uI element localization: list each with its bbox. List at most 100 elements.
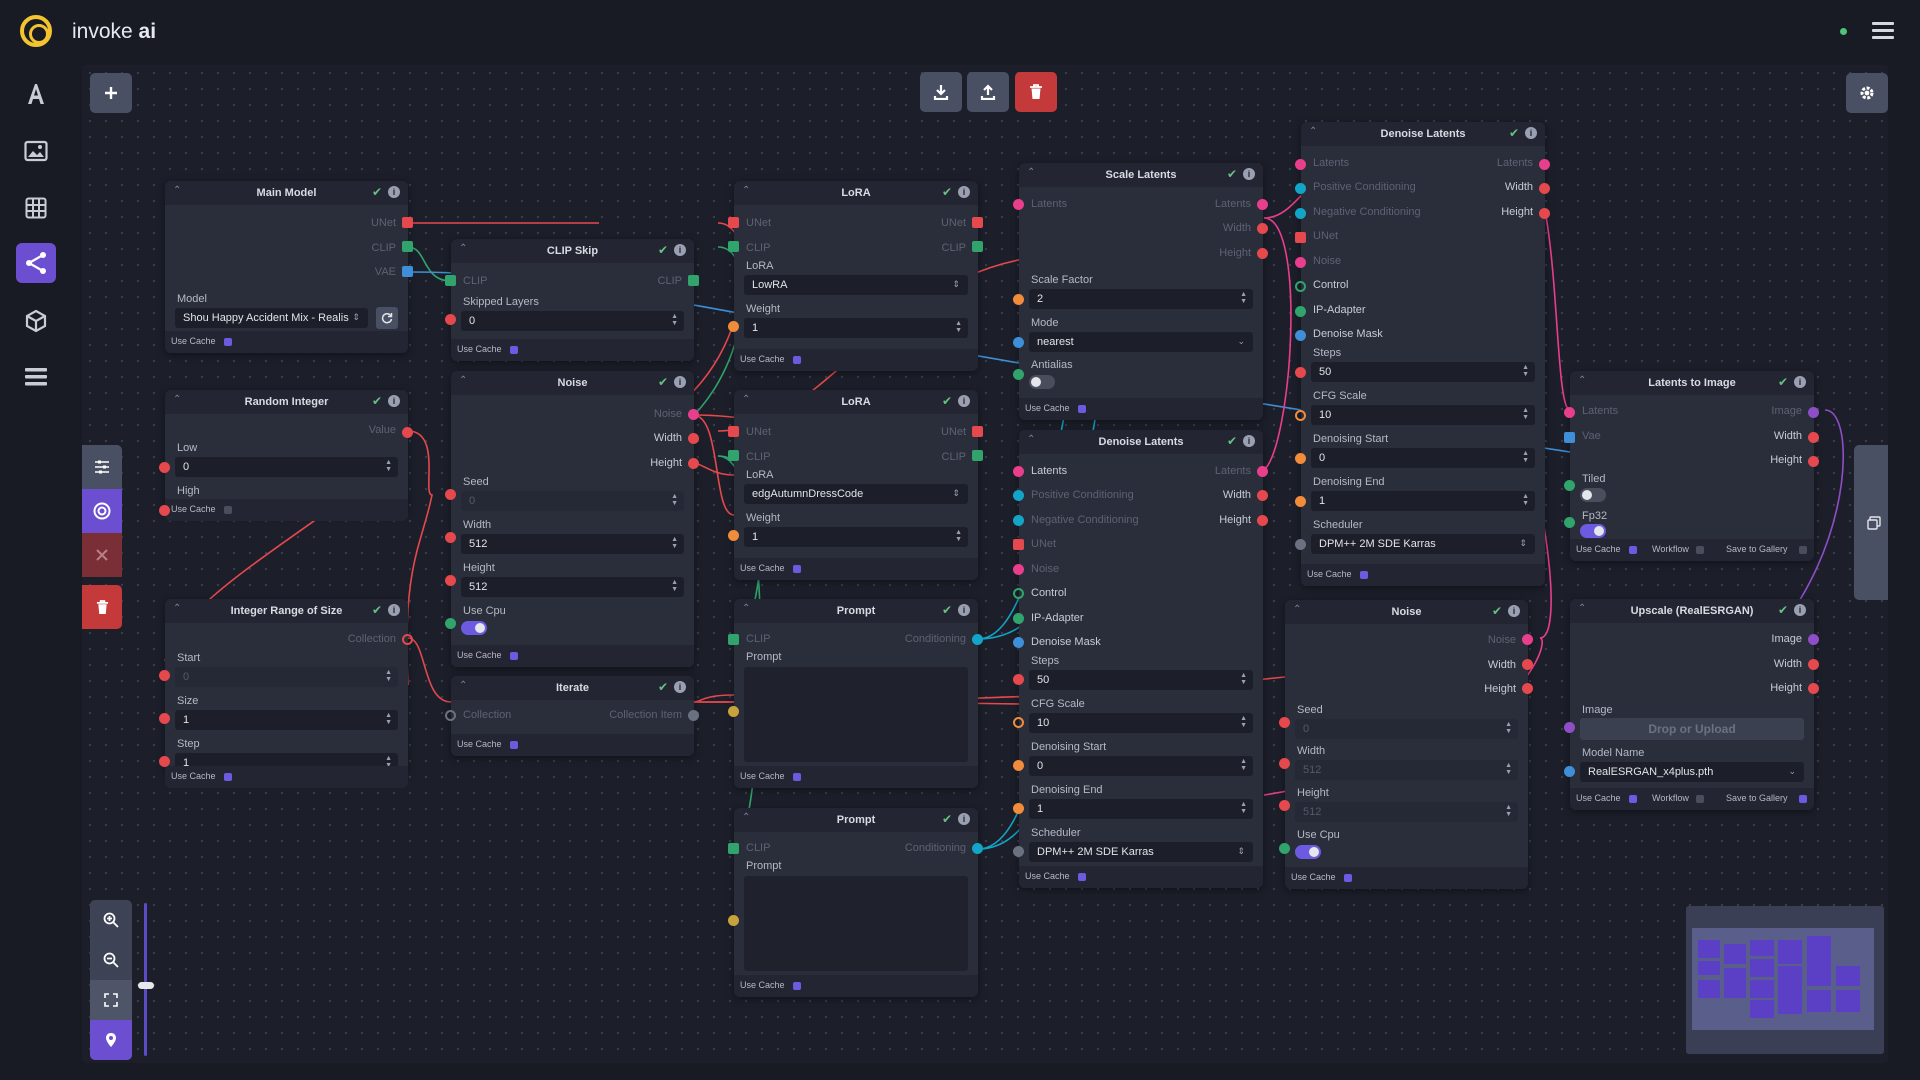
steps-input[interactable]: 50▲▼: [1029, 670, 1253, 690]
prompt-textarea[interactable]: [744, 667, 968, 762]
handle-image-input[interactable]: [1564, 722, 1575, 733]
scheduler-select[interactable]: DPM++ 2M SDE Karras⇕: [1029, 842, 1253, 862]
handle-boolean-input[interactable]: [1564, 517, 1575, 528]
handle-float-input[interactable]: [1013, 760, 1024, 771]
node-lora[interactable]: ⌃ LoRA ✔ i UNet CLIP UNet CLIP LoRA edgA…: [734, 390, 978, 580]
handle-unet-output[interactable]: [402, 217, 413, 228]
use-cache-checkbox[interactable]: [1078, 405, 1086, 413]
handle-integer-input[interactable]: [159, 756, 170, 767]
text-to-image-tab[interactable]: [16, 74, 56, 114]
handle-vae-output[interactable]: [402, 266, 413, 277]
info-icon[interactable]: i: [1243, 435, 1255, 447]
handle-latents-input[interactable]: [1013, 199, 1024, 210]
handle-float-input[interactable]: [1013, 717, 1024, 728]
use-cache-checkbox[interactable]: [224, 773, 232, 781]
antialias-toggle[interactable]: [1029, 375, 1055, 389]
stepper-icon[interactable]: ▲▼: [1522, 493, 1529, 507]
use-cache-checkbox[interactable]: [1629, 795, 1637, 803]
use-cache-checkbox[interactable]: [1344, 874, 1352, 882]
collapse-icon[interactable]: ⌃: [173, 394, 182, 405]
handle-latents-input[interactable]: [1295, 159, 1306, 170]
collapse-icon[interactable]: ⌃: [1578, 603, 1587, 614]
collapse-icon[interactable]: ⌃: [173, 603, 182, 614]
handle-string-input[interactable]: [728, 915, 739, 926]
node-main-model[interactable]: ⌃ Main Model ✔ i UNet CLIP VAE Model Sho…: [165, 181, 408, 353]
handle-integer-input[interactable]: [1295, 367, 1306, 378]
handle-float-input[interactable]: [1295, 496, 1306, 507]
info-icon[interactable]: i: [388, 604, 400, 616]
handle-width-output[interactable]: [1539, 183, 1550, 194]
handle-ip-adapter-input[interactable]: [1013, 613, 1024, 624]
collapse-icon[interactable]: ⌃: [1027, 167, 1036, 178]
collapse-icon[interactable]: ⌃: [1293, 604, 1302, 615]
clear-workflow-button[interactable]: [1015, 72, 1057, 112]
node-header[interactable]: ⌃ LoRA ✔ i: [734, 390, 978, 414]
handle-control-input[interactable]: [1295, 281, 1306, 292]
download-workflow-button[interactable]: [920, 72, 962, 112]
stepper-icon[interactable]: ▲▼: [955, 529, 962, 543]
node-header[interactable]: ⌃ Noise ✔ i: [451, 371, 694, 395]
denoising-start-input[interactable]: 0▲▼: [1311, 448, 1535, 468]
handle-string-input[interactable]: [728, 706, 739, 717]
stepper-icon[interactable]: ▲▼: [1240, 291, 1247, 305]
weight-input[interactable]: 1▲▼: [744, 527, 968, 547]
handle-integer-input[interactable]: [159, 670, 170, 681]
node-header[interactable]: ⌃ Scale Latents ✔ i: [1019, 163, 1263, 187]
mode-select[interactable]: nearest⌄: [1029, 332, 1253, 352]
use-cache-checkbox[interactable]: [510, 741, 518, 749]
handle-collection-item-output[interactable]: [688, 710, 699, 721]
stepper-icon[interactable]: ▲▼: [1505, 721, 1512, 735]
info-icon[interactable]: i: [1508, 605, 1520, 617]
handle-clip-input[interactable]: [445, 275, 456, 286]
handle-unet-output[interactable]: [972, 217, 983, 228]
stepper-icon[interactable]: ▲▼: [1240, 801, 1247, 815]
handle-latents-output[interactable]: [1257, 466, 1268, 477]
node-denoise-latents[interactable]: ⌃ Denoise Latents ✔ i Latents Positive C…: [1301, 122, 1545, 586]
handle-integer-input[interactable]: [159, 505, 170, 516]
image-to-image-tab[interactable]: [16, 131, 56, 171]
stepper-icon[interactable]: ▲▼: [385, 755, 392, 769]
handle-mask-input[interactable]: [1295, 330, 1306, 341]
use-cache-checkbox[interactable]: [793, 982, 801, 990]
scale-factor-input[interactable]: 2▲▼: [1029, 289, 1253, 309]
handle-width-output[interactable]: [1808, 659, 1819, 670]
seed-input[interactable]: 0▲▼: [461, 491, 684, 511]
handle-integer-input[interactable]: [1013, 674, 1024, 685]
unified-canvas-tab[interactable]: [16, 188, 56, 228]
handle-clip-output[interactable]: [402, 241, 413, 252]
node-iterate[interactable]: ⌃ Iterate ✔ i Collection Collection Item…: [451, 676, 694, 756]
handle-height-output[interactable]: [1539, 208, 1550, 219]
handle-positive-input[interactable]: [1295, 183, 1306, 194]
node-header[interactable]: ⌃ LoRA ✔ i: [734, 181, 978, 205]
stepper-icon[interactable]: ▲▼: [1240, 715, 1247, 729]
stepper-icon[interactable]: ▲▼: [671, 536, 678, 550]
handle-integer-input[interactable]: [159, 462, 170, 473]
model-select[interactable]: Shou Happy Accident Mix - Realis⇕: [175, 308, 368, 328]
node-denoise-latents[interactable]: ⌃ Denoise Latents ✔ i Latents Positive C…: [1019, 430, 1263, 888]
toggle-minimap-button[interactable]: [90, 1020, 132, 1060]
handle-integer-input[interactable]: [1279, 800, 1290, 811]
handle-integer-input[interactable]: [445, 314, 456, 325]
node-header[interactable]: ⌃ Upscale (RealESRGAN) ✔ i: [1570, 599, 1814, 623]
queue-tab[interactable]: [16, 357, 56, 397]
add-node-button[interactable]: [90, 73, 132, 113]
handle-width-output[interactable]: [688, 433, 699, 444]
handle-noise-input[interactable]: [1295, 257, 1306, 268]
handle-height-output[interactable]: [1808, 683, 1819, 694]
node-header[interactable]: ⌃ Denoise Latents ✔ i: [1019, 430, 1263, 454]
handle-unet-input[interactable]: [1013, 539, 1024, 550]
node-noise[interactable]: ⌃ Noise ✔ i Noise Width Height Seed 0▲▼ …: [451, 371, 694, 667]
handle-width-output[interactable]: [1522, 659, 1533, 670]
handle-unet-input[interactable]: [728, 217, 739, 228]
stepper-icon[interactable]: ▲▼: [1522, 450, 1529, 464]
handle-image-output[interactable]: [1808, 634, 1819, 645]
stepper-icon[interactable]: ▲▼: [1522, 364, 1529, 378]
drop-or-upload-button[interactable]: Drop or Upload: [1580, 718, 1804, 740]
collapse-icon[interactable]: ⌃: [173, 185, 182, 196]
lora-select[interactable]: LowRA⇕: [744, 275, 968, 295]
tiled-toggle[interactable]: [1580, 488, 1606, 502]
handle-enum-input[interactable]: [1013, 337, 1024, 348]
weight-input[interactable]: 1▲▼: [744, 318, 968, 338]
save-to-gallery-checkbox[interactable]: [1799, 795, 1807, 803]
zoom-slider-thumb[interactable]: [138, 982, 154, 989]
